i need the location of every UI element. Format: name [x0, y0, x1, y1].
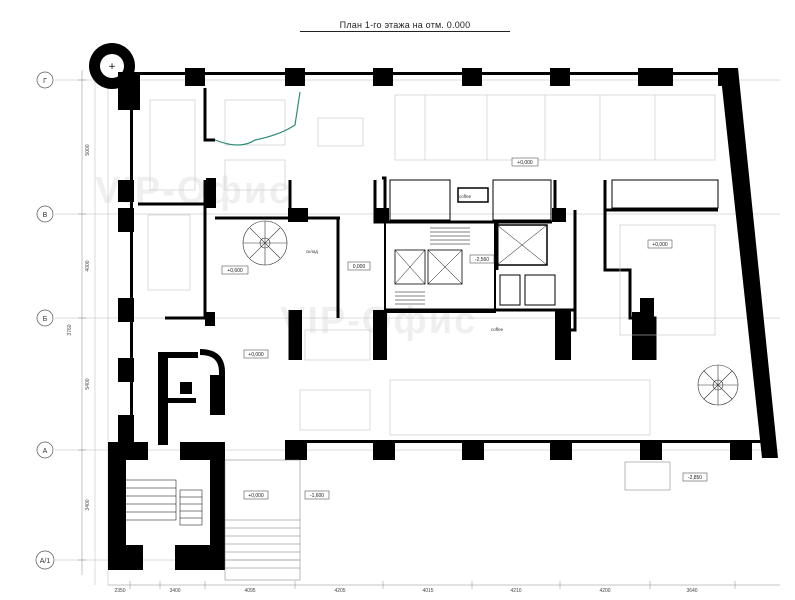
entrance-block: [108, 352, 225, 570]
row-dimension-labels: 5000 4000 3760 5400 3400: [67, 144, 91, 510]
elevation-4: +0,000: [652, 242, 668, 248]
bottom-dimension-labels: 2350 3400 4095 4205 4015 4210 4200 3640: [114, 588, 697, 594]
bottom-piers: [285, 440, 752, 460]
outer-walls: [130, 68, 778, 458]
plan-title: План 1-го этажа на отм. 0.000: [300, 20, 510, 32]
furniture: [147, 94, 716, 436]
room-label-coffee-mid: coffee: [491, 327, 504, 332]
axis-label-G: Г: [43, 78, 47, 85]
elevation-6: +0,000: [248, 493, 264, 499]
left-piers: [118, 180, 134, 445]
dim-row-2: 3760: [67, 324, 73, 335]
bottom-dimension-chain: [108, 581, 780, 589]
svg-text:+: +: [108, 62, 116, 72]
room-labels: coffee coffee склад: [306, 194, 504, 332]
left-dimension-chain: [78, 70, 86, 575]
dim-row-1: 4000: [85, 260, 91, 271]
elevation-8: -2,850: [688, 475, 702, 481]
dim-col-7: 3640: [686, 588, 697, 594]
elevation-0: +0,000: [517, 160, 533, 166]
axis-label-B: Б: [43, 316, 48, 323]
dim-row-3: 5400: [85, 378, 91, 389]
axis-label-A: А: [43, 448, 48, 455]
dim-row-0: 5000: [85, 144, 91, 155]
axis-label-V: В: [43, 212, 48, 219]
axis-bubbles: [35, 71, 55, 570]
top-piers: [118, 68, 733, 110]
elevation-2: 0,000: [353, 264, 366, 270]
dim-row-4: 3400: [85, 499, 91, 510]
porch-steps: [224, 459, 671, 581]
elevation-marks: +0,000 +0,600 0,000 -2,560 +0,000 +0,000…: [221, 157, 708, 500]
room-label-storage: склад: [306, 249, 318, 254]
elevation-3: -2,560: [475, 257, 489, 263]
dim-col-6: 4200: [599, 588, 610, 594]
curved-wall-lobby: [199, 349, 225, 378]
elevation-5: +0,000: [248, 352, 264, 358]
spiral-stairs: [242, 220, 739, 406]
entrance-stair: [117, 479, 203, 526]
dim-col-2: 4095: [244, 588, 255, 594]
dim-col-3: 4205: [334, 588, 345, 594]
axis-label-A1: А/1: [40, 558, 51, 565]
dim-col-1: 3400: [169, 588, 180, 594]
axis-labels: Г В Б А А/1: [40, 78, 51, 565]
dim-col-0: 2350: [114, 588, 125, 594]
axis-lines: [55, 70, 780, 585]
elevation-7: -1,600: [310, 493, 324, 499]
room-label-coffee-top: coffee: [459, 194, 472, 199]
elevation-1: +0,600: [227, 268, 243, 274]
curved-partition: [214, 91, 301, 146]
dim-col-5: 4210: [510, 588, 521, 594]
dim-col-4: 4015: [422, 588, 433, 594]
interior-piers: [205, 178, 654, 360]
stair-core: [384, 221, 548, 313]
small-rooms: [389, 179, 719, 306]
